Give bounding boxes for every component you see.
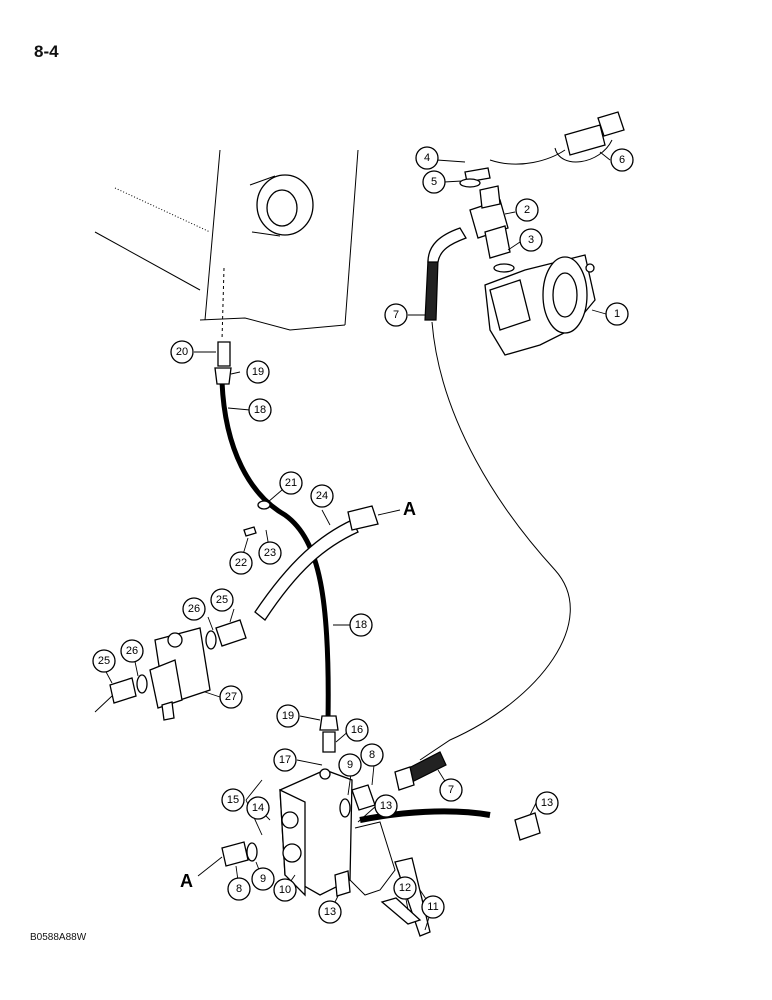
svg-text:19: 19 bbox=[282, 710, 294, 722]
svg-text:7: 7 bbox=[448, 784, 454, 796]
svg-text:17: 17 bbox=[279, 754, 291, 766]
callout-8b: 8 bbox=[227, 877, 251, 901]
callout-25b: 25 bbox=[92, 649, 116, 673]
figure-code: B0588A88W bbox=[30, 932, 87, 943]
svg-text:14: 14 bbox=[252, 802, 264, 814]
page-number: 8-4 bbox=[34, 42, 59, 61]
callout-17: 17 bbox=[273, 748, 297, 772]
svg-text:12: 12 bbox=[399, 882, 411, 894]
hose-18 bbox=[214, 341, 339, 753]
svg-text:4: 4 bbox=[424, 152, 430, 164]
svg-text:2: 2 bbox=[524, 204, 530, 216]
svg-text:7: 7 bbox=[393, 309, 399, 321]
reference-label-upper: A bbox=[403, 499, 416, 519]
svg-text:11: 11 bbox=[427, 901, 438, 913]
callout-26b: 26 bbox=[120, 639, 144, 663]
svg-text:22: 22 bbox=[235, 557, 247, 569]
svg-text:19: 19 bbox=[252, 366, 264, 378]
callout-13c: 13 bbox=[318, 900, 342, 924]
reference-label-lower: A bbox=[180, 871, 193, 891]
tee-fitting bbox=[459, 167, 515, 273]
quick-coupler bbox=[489, 111, 625, 165]
svg-text:6: 6 bbox=[619, 154, 625, 166]
callout-20: 20 bbox=[170, 340, 194, 364]
svg-text:8: 8 bbox=[369, 749, 375, 761]
callout-3: 3 bbox=[519, 228, 543, 252]
svg-text:8: 8 bbox=[236, 883, 242, 895]
svg-text:10: 10 bbox=[279, 884, 291, 896]
hose-24 bbox=[109, 505, 379, 704]
callout-8a: 8 bbox=[360, 743, 384, 767]
callout-9a: 9 bbox=[338, 753, 362, 777]
svg-text:13: 13 bbox=[541, 797, 553, 809]
callout-24: 24 bbox=[310, 484, 334, 508]
svg-text:13: 13 bbox=[324, 906, 336, 918]
svg-text:18: 18 bbox=[355, 619, 367, 631]
callout-1: 1 bbox=[605, 302, 629, 326]
svg-text:26: 26 bbox=[188, 603, 200, 615]
pump-hose bbox=[394, 227, 571, 791]
svg-text:13: 13 bbox=[380, 800, 392, 812]
mounting-bracket bbox=[349, 821, 431, 937]
callout-11: 11 bbox=[421, 895, 445, 919]
callout-26a: 26 bbox=[182, 597, 206, 621]
svg-text:26: 26 bbox=[126, 645, 138, 657]
svg-text:1: 1 bbox=[614, 308, 620, 320]
callout-19b: 19 bbox=[276, 704, 300, 728]
svg-text:20: 20 bbox=[176, 346, 188, 358]
callout-18a: 18 bbox=[248, 398, 272, 422]
svg-text:15: 15 bbox=[227, 794, 239, 806]
tee-block bbox=[149, 627, 211, 721]
svg-text:24: 24 bbox=[316, 490, 328, 502]
svg-text:3: 3 bbox=[528, 234, 534, 246]
callout-6: 6 bbox=[610, 148, 634, 172]
svg-text:25: 25 bbox=[98, 655, 110, 667]
callout-7a: 7 bbox=[384, 303, 408, 327]
callout-23: 23 bbox=[258, 541, 282, 565]
callout-18b: 18 bbox=[349, 613, 373, 637]
callout-19a: 19 bbox=[246, 360, 270, 384]
reference-marks: A A bbox=[94, 499, 416, 891]
callout-14: 14 bbox=[246, 796, 270, 820]
svg-text:16: 16 bbox=[351, 724, 363, 736]
callout-15: 15 bbox=[221, 788, 245, 812]
svg-text:21: 21 bbox=[285, 477, 297, 489]
svg-text:27: 27 bbox=[225, 691, 237, 703]
svg-text:9: 9 bbox=[260, 873, 266, 885]
callout-12: 12 bbox=[393, 876, 417, 900]
diverter-valve bbox=[221, 768, 541, 897]
callout-9b: 9 bbox=[251, 867, 275, 891]
svg-text:23: 23 bbox=[264, 547, 276, 559]
callout-25a: 25 bbox=[210, 588, 234, 612]
svg-text:25: 25 bbox=[216, 594, 228, 606]
callout-4: 4 bbox=[415, 146, 439, 170]
svg-text:18: 18 bbox=[254, 404, 266, 416]
callout-27: 27 bbox=[219, 685, 243, 709]
callout-13b: 13 bbox=[535, 791, 559, 815]
callout-7b: 7 bbox=[439, 778, 463, 802]
callout-10: 10 bbox=[273, 878, 297, 902]
svg-text:9: 9 bbox=[347, 759, 353, 771]
svg-text:5: 5 bbox=[431, 176, 437, 188]
callout-13a: 13 bbox=[374, 794, 398, 818]
callout-5: 5 bbox=[422, 170, 446, 194]
callout-21: 21 bbox=[279, 471, 303, 495]
loader-frame bbox=[94, 149, 359, 341]
callout-16: 16 bbox=[345, 718, 369, 742]
hydraulic-pump bbox=[484, 254, 596, 356]
callout-2: 2 bbox=[515, 198, 539, 222]
callout-22: 22 bbox=[229, 551, 253, 575]
